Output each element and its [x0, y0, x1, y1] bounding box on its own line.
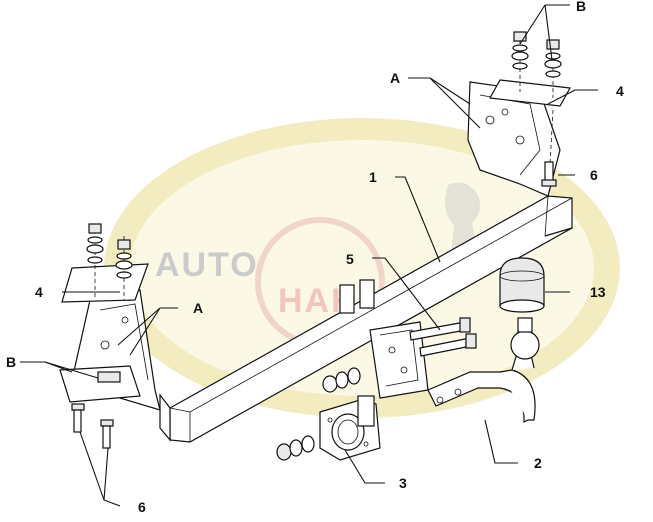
callout-part-4-right: 4	[616, 83, 624, 99]
bolt-6-right	[541, 161, 557, 187]
watermark: AUTO HAK	[104, 118, 620, 418]
fastener-stack-right-2	[544, 39, 562, 78]
bracket-right	[467, 31, 571, 197]
callout-part-6-left: 6	[138, 499, 146, 515]
bolts-6-left	[71, 403, 114, 449]
fastener-stack-right-1	[511, 31, 529, 70]
plate-b-left	[59, 365, 141, 403]
watermark-text-top: AUTO	[155, 246, 259, 284]
callout-part-2: 2	[534, 455, 542, 471]
label-b-left: B	[6, 354, 16, 370]
callout-part-5: 5	[346, 251, 354, 267]
nuts-washers-center	[322, 367, 361, 393]
fastener-stack-left-1	[86, 223, 104, 264]
plate-4-left	[61, 263, 149, 303]
callout-part-13: 13	[590, 284, 606, 300]
label-a-top: A	[390, 70, 400, 86]
callout-part-3: 3	[399, 475, 407, 491]
callout-part-6-right: 6	[590, 167, 598, 183]
bolts-part-5	[409, 317, 477, 357]
tow-ball-neck-part-2	[427, 317, 540, 423]
label-a-left: A	[193, 300, 203, 316]
label-b-top: B	[576, 0, 586, 14]
nuts-washers-plate	[276, 435, 315, 461]
socket-plate-part-3	[276, 395, 381, 461]
bracket-left	[59, 223, 161, 449]
leader-lines	[20, 4, 598, 507]
callout-part-4-left: 4	[35, 284, 43, 300]
plate-4-right	[489, 79, 571, 107]
ball-cover-part-13	[499, 257, 545, 313]
callout-part-1: 1	[369, 169, 377, 185]
callout-labels: 1 5 3 4 4 6 6 13 2 A A B B	[6, 0, 624, 515]
fastener-stack-left-2	[115, 239, 133, 279]
center-bracket-part-5	[322, 279, 477, 399]
